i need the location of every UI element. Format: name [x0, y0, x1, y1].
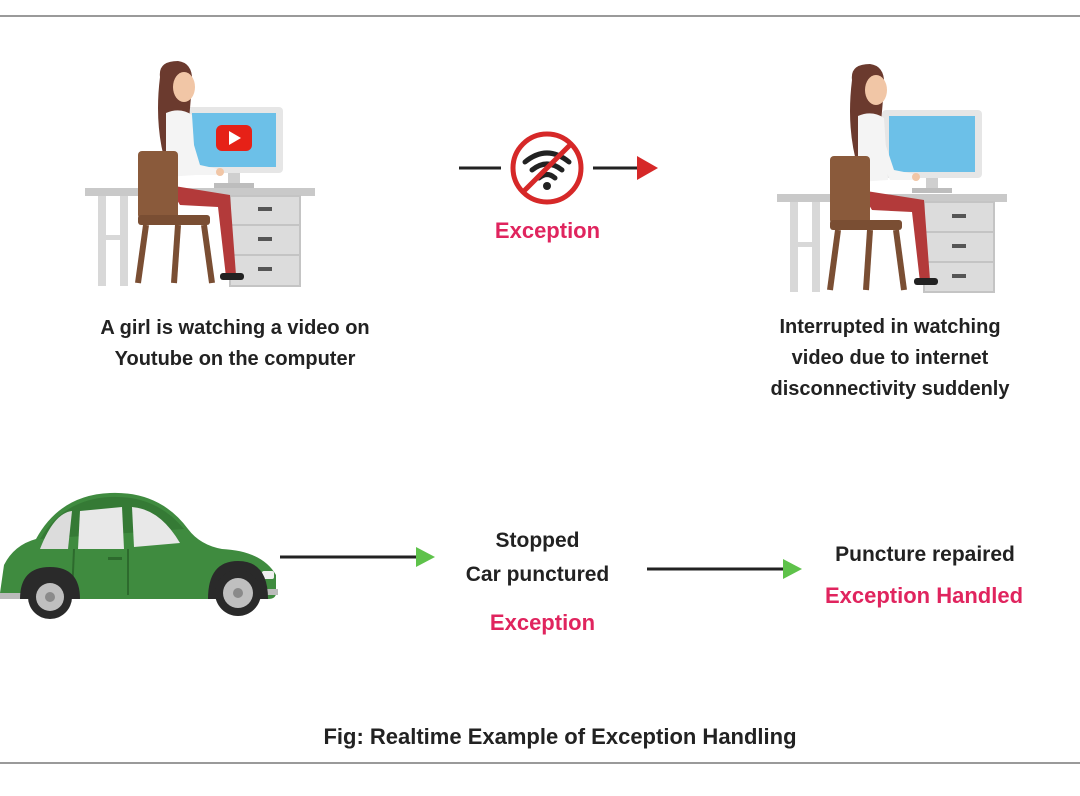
exception-label-top: Exception [494, 218, 601, 243]
interrupted-caption: Interrupted in watching video due to int… [770, 316, 1010, 400]
girl-interrupted-illustration [777, 64, 1007, 293]
stopped-to-repaired-arrow [647, 559, 802, 579]
car-to-stopped-arrow [280, 547, 435, 567]
stopped-car-punctured-text: Stopped Car punctured [465, 529, 610, 586]
exception-handled-label: Exception Handled [824, 583, 1024, 608]
girl-watching-caption: A girl is watching a video on Youtube on… [100, 317, 370, 370]
car-illustration [0, 492, 278, 619]
no-wifi-icon [510, 131, 584, 205]
top-border [0, 15, 1080, 17]
exception-label-bottom: Exception [489, 610, 596, 635]
no-wifi-arrow [459, 131, 658, 205]
girl-watching-video-illustration [85, 61, 315, 287]
figure-caption: Fig: Realtime Example of Exception Handl… [323, 724, 797, 749]
puncture-repaired-text: Puncture repaired [835, 543, 1015, 566]
bottom-border [0, 762, 1080, 764]
